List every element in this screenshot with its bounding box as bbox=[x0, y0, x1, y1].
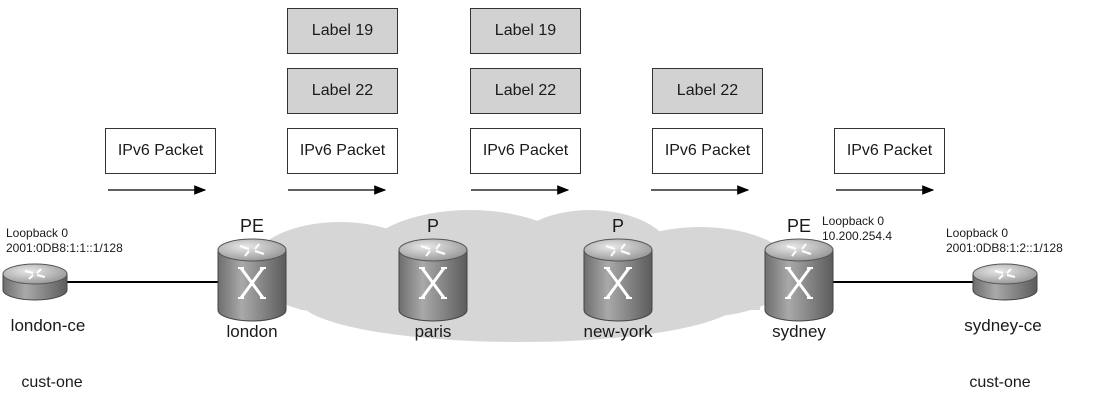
loopback-address: 2001:0DB8:1:2::1/128 bbox=[946, 241, 1063, 255]
ipv6-packet-box: IPv6 Packet bbox=[834, 128, 945, 174]
router-role-label: PE bbox=[239, 216, 265, 236]
router-name-label: new-york bbox=[583, 322, 653, 341]
loopback-address: 10.200.254.4 bbox=[822, 229, 893, 243]
customer-label-left: cust-one bbox=[21, 374, 83, 391]
router-role-label: P bbox=[426, 216, 440, 236]
loopback-title: Loopback 0 bbox=[6, 226, 69, 240]
loopback-info-london-ce: Loopback 0 2001:0DB8:1:1::1/128 bbox=[6, 226, 123, 256]
router-role-label: PE bbox=[786, 216, 812, 236]
switch-router-icon bbox=[217, 238, 287, 322]
loopback-title: Loopback 0 bbox=[946, 226, 1009, 240]
ipv6-packet-box: IPv6 Packet bbox=[105, 128, 216, 174]
router-name-label: london-ce bbox=[10, 316, 86, 335]
loopback-info-sydney: Loopback 0 10.200.254.4 bbox=[822, 214, 892, 244]
router-name-label: sydney-ce bbox=[964, 316, 1042, 335]
router-name-label: london bbox=[226, 322, 278, 341]
label-box: Label 22 bbox=[470, 68, 581, 114]
ipv6-packet-box: IPv6 Packet bbox=[652, 128, 763, 174]
loopback-info-sydney-ce: Loopback 0 2001:0DB8:1:2::1/128 bbox=[946, 226, 1063, 256]
switch-router-icon bbox=[398, 238, 468, 322]
ipv6-packet-box: IPv6 Packet bbox=[470, 128, 581, 174]
router-icon bbox=[972, 263, 1038, 301]
loopback-title: Loopback 0 bbox=[822, 214, 885, 228]
router-icon bbox=[2, 263, 68, 301]
label-box: Label 22 bbox=[652, 68, 763, 114]
customer-label-right: cust-one bbox=[969, 374, 1031, 391]
router-name-label: sydney bbox=[772, 322, 826, 341]
label-box: Label 19 bbox=[470, 8, 581, 54]
ipv6-packet-box: IPv6 Packet bbox=[287, 128, 398, 174]
router-name-label: paris bbox=[414, 322, 452, 341]
router-role-label: P bbox=[611, 216, 625, 236]
label-box: Label 22 bbox=[287, 68, 398, 114]
switch-router-icon bbox=[764, 238, 834, 322]
loopback-address: 2001:0DB8:1:1::1/128 bbox=[6, 241, 123, 255]
switch-router-icon bbox=[583, 238, 653, 322]
mpls-cloud bbox=[250, 210, 795, 342]
label-box: Label 19 bbox=[287, 8, 398, 54]
